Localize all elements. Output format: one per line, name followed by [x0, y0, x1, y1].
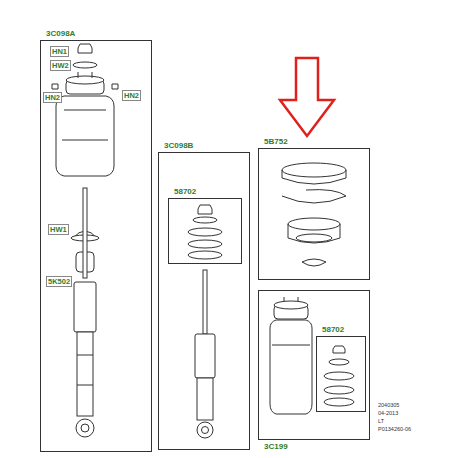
- piston-rod: [83, 188, 87, 278]
- air-bellow: [56, 96, 114, 176]
- upper-seat: [282, 163, 346, 177]
- shock-body: [77, 332, 93, 416]
- part-group-box: 58702: [168, 198, 242, 264]
- callout-number: HN1: [50, 46, 69, 57]
- drawing-note: P0134260-06: [378, 426, 411, 433]
- washer: [73, 62, 97, 68]
- air-spring: [270, 320, 312, 414]
- part-group-box: 3C19958702: [258, 290, 370, 440]
- part-number: 58702: [173, 187, 197, 197]
- dust-cover: [74, 282, 96, 332]
- highlight-arrow: [280, 58, 334, 136]
- part-number: 58702: [321, 325, 345, 335]
- callout-number: HW1: [48, 224, 69, 235]
- part-group-box: 3C098B58702: [158, 152, 250, 450]
- piston-rod: [203, 270, 207, 334]
- callout-number: 5K502: [46, 276, 72, 287]
- lower-seat: [288, 218, 340, 230]
- part-group-box: 58702: [316, 336, 366, 412]
- callout-number: HN2: [122, 90, 141, 101]
- drawing-note: 2040305: [378, 402, 399, 409]
- stud-nut: [52, 84, 118, 89]
- drawing-note: LT: [378, 418, 384, 425]
- part-group-box: 5B752: [258, 148, 370, 280]
- nut: [78, 44, 92, 53]
- lower-eye: [76, 419, 94, 437]
- part-number: 3C098A: [45, 29, 76, 39]
- callout-number: HW2: [50, 60, 71, 71]
- spring-clip: [282, 190, 346, 203]
- part-number: 3C098B: [163, 141, 194, 151]
- drawing-note: 04-2013: [378, 410, 398, 417]
- circlip: [302, 259, 326, 266]
- part-number: 3C199: [263, 442, 289, 452]
- callout-number: HN2: [43, 92, 62, 103]
- part-number: 5B752: [263, 137, 289, 147]
